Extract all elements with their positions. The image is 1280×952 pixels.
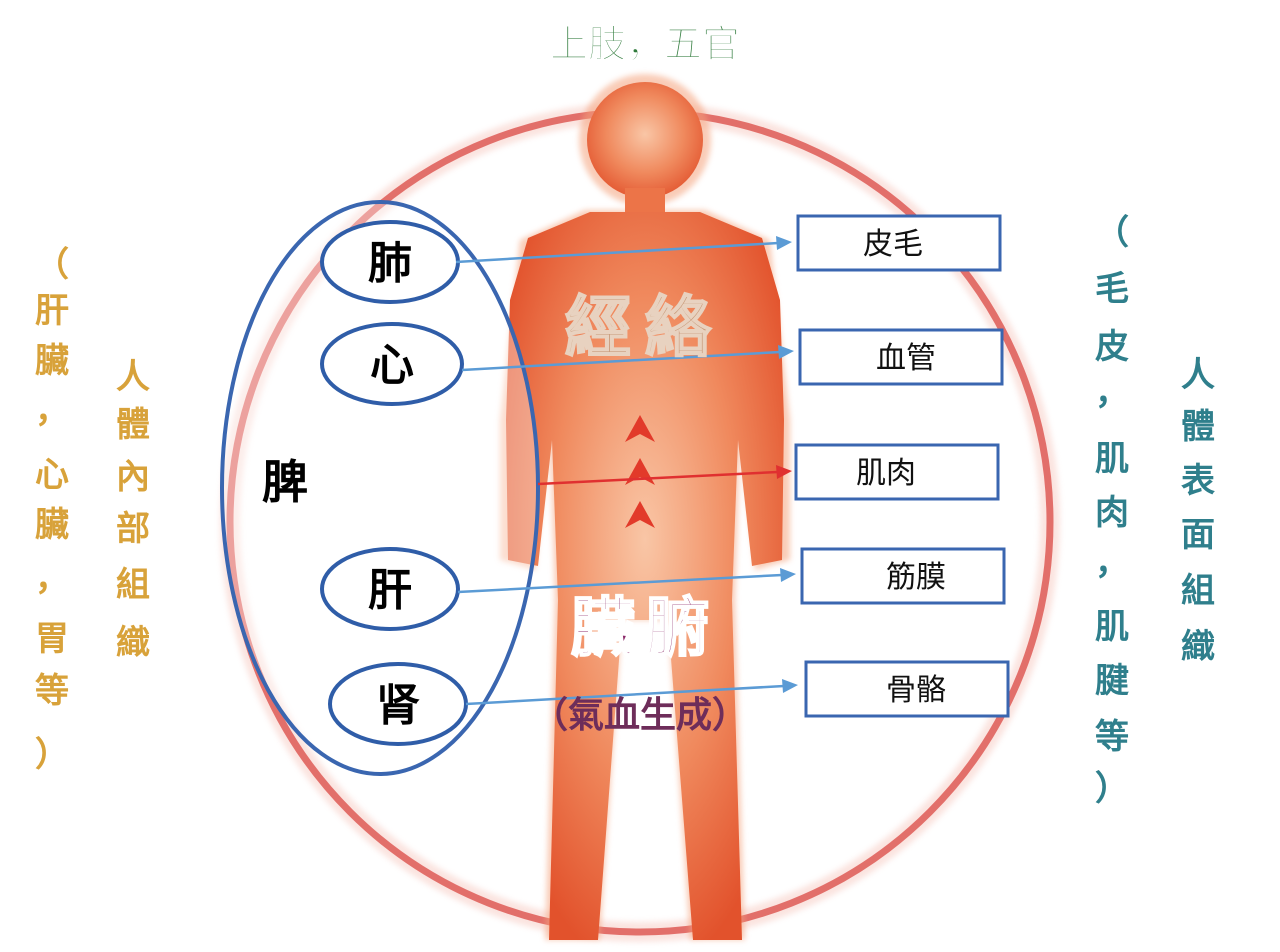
tissue-label-skin: 皮毛 (863, 227, 923, 262)
svg-text:）: ） (1095, 769, 1129, 809)
svg-text:表: 表 (1181, 461, 1215, 501)
svg-text:織: 織 (116, 623, 150, 663)
svg-text:人: 人 (116, 357, 150, 397)
right-inner-label: 人 體 表 面 組 織 (1181, 355, 1215, 667)
organ-label-heart: 心 (370, 340, 414, 391)
svg-text:胃: 胃 (35, 619, 69, 659)
top-label: 上肢，五官 (550, 22, 740, 66)
tissue-label-bone: 骨骼 (886, 673, 946, 708)
svg-text:體: 體 (1181, 407, 1215, 447)
zangfu-label: 臟腑 (571, 592, 719, 666)
svg-text:，: ， (1095, 373, 1129, 413)
svg-text:部: 部 (116, 509, 150, 549)
svg-text:（: （ (1095, 213, 1129, 253)
svg-text:等: 等 (35, 671, 69, 711)
organ-ellipse-liver (320, 547, 460, 631)
svg-text:肌: 肌 (1095, 607, 1129, 647)
svg-text:織: 織 (1181, 627, 1215, 667)
arrow-spleen-muscle (537, 470, 779, 486)
human-body-figure (500, 74, 790, 940)
svg-text:，: ， (35, 559, 69, 599)
svg-text:組: 組 (116, 565, 150, 605)
tissue-label-vessel: 血管 (876, 341, 936, 376)
tissue-label-fascia: 筋膜 (886, 560, 946, 595)
left-outer-label: （ 肝 臟 ， 心 臟 ， 胃 等 ） (35, 245, 69, 775)
tissue-box-bone (804, 660, 1010, 718)
svg-text:面: 面 (1181, 515, 1215, 555)
tissue-box-skin (796, 214, 1002, 272)
connection-arrows (455, 236, 798, 706)
left-inner-label: 人 體 內 部 組 織 (116, 357, 150, 663)
up-arrow-1 (625, 415, 655, 442)
svg-text:皮: 皮 (1095, 327, 1129, 367)
tissue-box-fascia (800, 547, 1006, 605)
svg-text:（: （ (35, 245, 69, 285)
arrow-lung-skin (455, 241, 779, 264)
organ-label-lung: 肺 (368, 238, 412, 289)
organ-group-ellipse (220, 200, 540, 776)
svg-text:毛: 毛 (1095, 269, 1129, 309)
svg-text:等: 等 (1095, 717, 1129, 757)
meridians-label: 經絡 (565, 289, 725, 366)
arrow-heart-vessel (461, 350, 781, 372)
svg-text:組: 組 (1181, 571, 1215, 611)
tissue-label-muscle: 肌肉 (856, 456, 916, 491)
up-arrow-3 (625, 501, 655, 528)
svg-text:肌: 肌 (1095, 439, 1129, 479)
svg-text:肉: 肉 (1095, 493, 1129, 533)
tissue-box-muscle (794, 443, 1000, 501)
right-outer-label: （ 毛 皮 ， 肌 肉 ， 肌 腱 等 ） (1095, 213, 1129, 809)
organ-ellipse-heart (320, 322, 464, 406)
qixue-label: （氣血生成） (532, 695, 748, 736)
svg-text:臟: 臟 (35, 505, 69, 545)
svg-text:腱: 腱 (1095, 661, 1129, 701)
svg-text:，: ， (1095, 543, 1129, 583)
svg-text:，: ， (35, 391, 69, 431)
svg-text:內: 內 (116, 457, 150, 497)
svg-text:人: 人 (1181, 355, 1215, 395)
svg-text:心: 心 (35, 455, 69, 495)
organ-label-kidney: 肾 (376, 680, 420, 731)
spleen-label: 脾 (262, 455, 308, 509)
svg-text:肝: 肝 (35, 291, 69, 331)
arrow-liver-fascia (457, 573, 783, 594)
tissue-box-vessel (798, 328, 1004, 386)
svg-text:臟: 臟 (35, 341, 69, 381)
svg-text:體: 體 (116, 405, 150, 445)
organ-label-liver: 肝 (368, 565, 412, 616)
svg-text:）: ） (35, 735, 69, 775)
arrow-kidney-bone (465, 684, 785, 706)
